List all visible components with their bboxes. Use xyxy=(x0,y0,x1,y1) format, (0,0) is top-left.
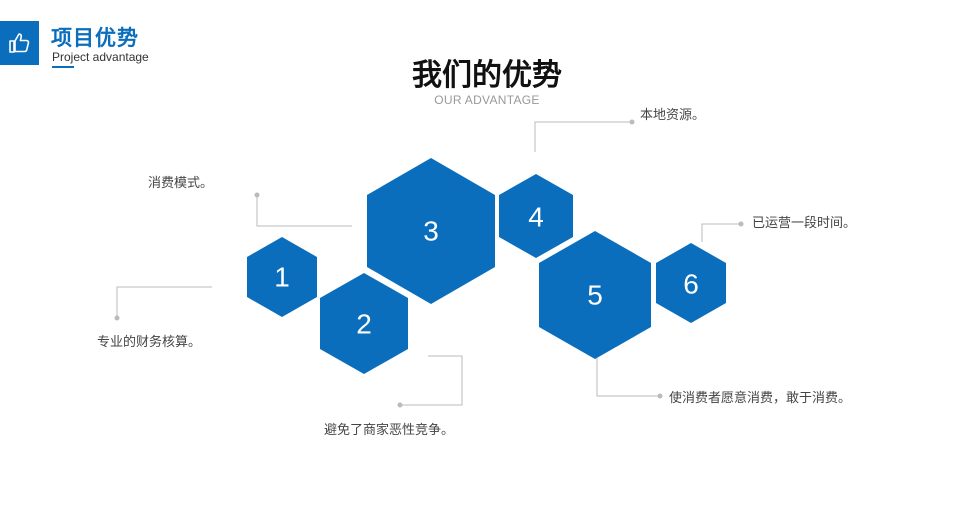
connector-6 xyxy=(701,223,741,242)
callout-label-1: 专业的财务核算。 xyxy=(97,334,202,349)
connector-4 xyxy=(534,121,632,152)
connector-dot-5 xyxy=(657,393,663,399)
callout-label-5: 使消费者愿意消费，敢于消费。 xyxy=(669,390,852,405)
connector-dot-3 xyxy=(254,192,260,198)
callout-label-3: 消费模式。 xyxy=(148,175,214,190)
connector-1 xyxy=(116,286,212,318)
header-title: 项目优势 xyxy=(51,27,139,50)
callout-label-4: 本地资源。 xyxy=(640,107,706,122)
hexagon-3 xyxy=(367,158,495,304)
callout-label-6: 已运营一段时间。 xyxy=(752,215,857,230)
connector-dots xyxy=(114,119,744,408)
hexagon-6 xyxy=(656,243,726,323)
main-subtitle: OUR ADVANTAGE xyxy=(434,93,540,107)
hexagon-1 xyxy=(247,237,317,317)
header-subtitle: Project advantage xyxy=(52,50,149,64)
hexagon-number-4: 4 xyxy=(528,202,544,233)
connector-2 xyxy=(400,355,463,406)
connector-dot-6 xyxy=(738,221,744,227)
main-title: 我们的优势 xyxy=(412,59,562,92)
hexagon-number-5: 5 xyxy=(587,280,603,311)
connector-dot-2 xyxy=(397,402,403,408)
hexagon-5 xyxy=(539,231,651,359)
hexagon-number-6: 6 xyxy=(683,269,699,300)
connector-3 xyxy=(256,195,352,227)
connector-dot-4 xyxy=(629,119,635,125)
callout-label-2: 避免了商家恶性竞争。 xyxy=(324,422,455,437)
connectors xyxy=(116,121,741,406)
hexagon-number-3: 3 xyxy=(423,216,439,247)
hexagon-number-1: 1 xyxy=(274,262,290,293)
thumbs-up-icon xyxy=(8,33,29,53)
header-icon-box xyxy=(0,21,39,65)
header-underline xyxy=(52,66,74,68)
connector-5 xyxy=(596,358,660,397)
hexagon-4 xyxy=(499,174,573,258)
hexagon-number-2: 2 xyxy=(356,309,372,340)
connector-dot-1 xyxy=(114,315,120,321)
hexagon-2 xyxy=(320,273,408,374)
